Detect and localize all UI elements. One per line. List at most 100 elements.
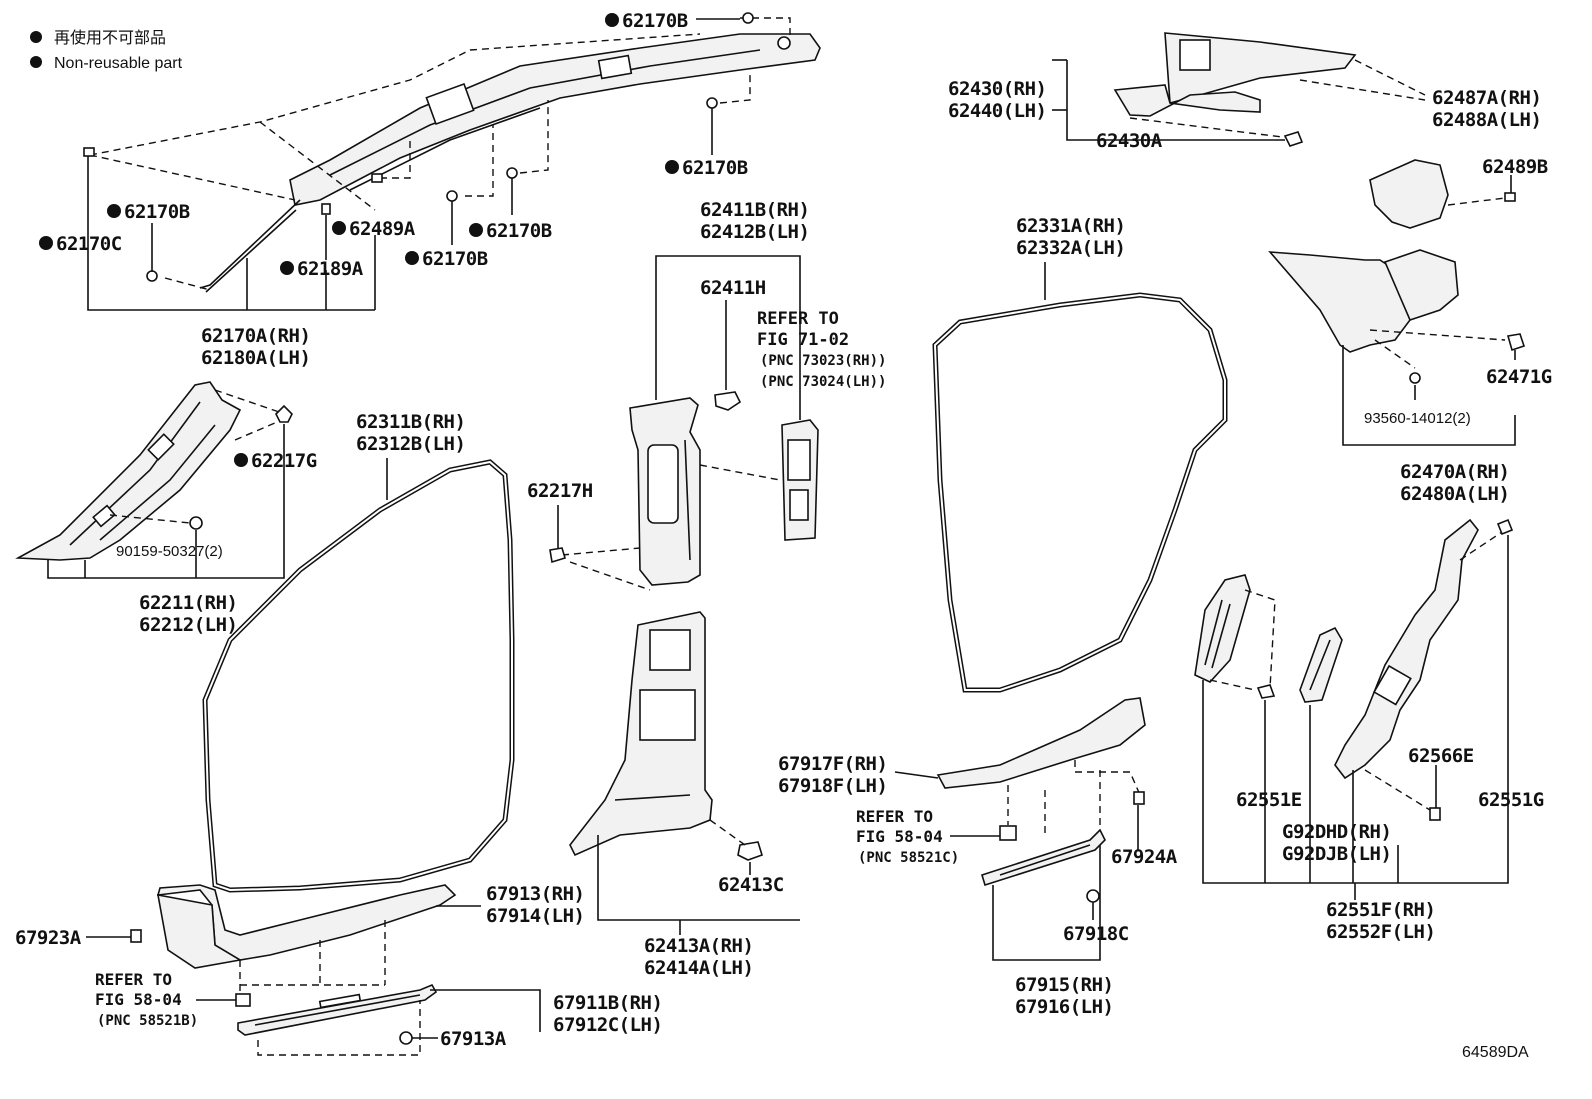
clip-icon <box>549 547 566 564</box>
label-62552F: 62552F(LH) <box>1326 921 1435 943</box>
rear-scuff-trim-part <box>936 697 1146 789</box>
bolt-icon <box>146 270 158 282</box>
bolt-icon <box>506 167 518 179</box>
label-refer-71-line2: FIG 71-02 <box>757 330 849 350</box>
clip-icon <box>130 929 142 943</box>
clip-icon <box>1496 518 1514 536</box>
label-62170B-left: 62170B <box>124 201 190 223</box>
label-pnc-73023: (PNC 73023(RH)) <box>760 353 886 369</box>
cover-part <box>1369 159 1449 229</box>
label-refer-58a-line1: REFER TO <box>95 970 172 989</box>
label-67924A: 67924A <box>1111 846 1178 868</box>
label-pnc-58521C: (PNC 58521C) <box>858 850 959 866</box>
clip-icon <box>714 391 742 411</box>
bolt-icon <box>1409 372 1421 384</box>
cowl-side-trim-part <box>156 884 457 969</box>
roof-side-garnish-part <box>1113 32 1357 117</box>
label-62470A: 62470A(RH) <box>1400 461 1509 483</box>
label-90159: 90159-50327(2) <box>116 543 223 560</box>
label-62489B: 62489B <box>1482 156 1548 178</box>
label-62217H: 62217H <box>527 480 593 502</box>
clip-icon <box>1256 684 1276 699</box>
figure-code: 64589DA <box>1462 1044 1529 1061</box>
bolt-icon <box>1086 889 1100 903</box>
label-refer-58a-line2: FIG 58-04 <box>95 990 182 1009</box>
label-62488A: 62488A(LH) <box>1432 109 1541 131</box>
label-67918F: 67918F(LH) <box>778 775 887 797</box>
label-62170B-top: 62170B <box>622 10 688 32</box>
label-62331A: 62331A(RH) <box>1016 215 1125 237</box>
label-62413C: 62413C <box>718 874 784 896</box>
clip-icon <box>1504 192 1516 202</box>
clip-icon <box>1429 807 1441 821</box>
seatbelt-adjuster-part <box>781 419 819 541</box>
label-refer-71-line1: REFER TO <box>757 309 839 329</box>
label-62170B-c2: 62170B <box>422 248 488 270</box>
vent-grille-part <box>1299 626 1343 703</box>
label-67911B: 67911B(RH) <box>553 992 662 1014</box>
center-pillar-lower-garnish-part <box>569 611 713 857</box>
legend-bullet-icon <box>30 56 42 68</box>
label-67913: 67913(RH) <box>486 883 584 905</box>
bolt-icon <box>706 97 718 109</box>
label-67914: 67914(LH) <box>486 905 584 927</box>
clip-icon <box>275 404 293 423</box>
center-pillar-upper-garnish-part <box>629 397 701 586</box>
clip-icon <box>737 841 763 861</box>
label-62411B: 62411B(RH) <box>700 199 809 221</box>
label-62551F: 62551F(RH) <box>1326 899 1435 921</box>
label-67912C: 67912C(LH) <box>553 1014 662 1036</box>
connector-icon <box>235 993 251 1007</box>
label-62430: 62430(RH) <box>948 78 1046 100</box>
label-67915: 67915(RH) <box>1015 974 1113 996</box>
label-62489A: 62489A <box>349 218 416 240</box>
label-pnc-73024: (PNC 73024(LH)) <box>760 374 886 390</box>
clip-icon <box>371 173 383 183</box>
label-62332A: 62332A(LH) <box>1016 237 1125 259</box>
label-62170C: 62170C <box>56 233 122 255</box>
bolt-icon <box>189 516 203 530</box>
label-62430A: 62430A <box>1096 130 1163 152</box>
quarter-trim-part <box>1334 518 1479 780</box>
legend-bullet-icon <box>30 31 42 43</box>
front-scuff-plate-part <box>237 983 438 1036</box>
label-62551E: 62551E <box>1236 789 1302 811</box>
label-62566E: 62566E <box>1408 745 1474 767</box>
label-93560: 93560-14012(2) <box>1364 410 1471 427</box>
label-62217G: 62217G <box>251 450 317 472</box>
bolt-icon <box>742 12 754 24</box>
label-62170B-c1: 62170B <box>486 220 552 242</box>
label-62413A: 62413A(RH) <box>644 935 753 957</box>
label-refer-58b-line1: REFER TO <box>856 807 933 826</box>
clip-icon <box>1133 791 1145 805</box>
legend-en: Non-reusable part <box>54 55 183 72</box>
clip-icon <box>1283 131 1304 147</box>
label-62480A: 62480A(LH) <box>1400 483 1509 505</box>
label-62471G: 62471G <box>1486 366 1552 388</box>
connector-icon <box>999 825 1017 841</box>
bolt-icon <box>446 190 458 202</box>
label-62551G: 62551G <box>1478 789 1544 811</box>
label-62312B: 62312B(LH) <box>356 433 465 455</box>
label-G92DHD: G92DHD(RH) <box>1282 821 1391 843</box>
clip-icon <box>321 203 331 215</box>
label-62412B: 62412B(LH) <box>700 221 809 243</box>
label-67913A: 67913A <box>440 1028 507 1050</box>
label-67918C: 67918C <box>1063 923 1129 945</box>
rear-scuff-plate-part <box>981 828 1106 887</box>
label-62170A: 62170A(RH) <box>201 325 310 347</box>
label-62414A: 62414A(LH) <box>644 957 753 979</box>
label-62411H: 62411H <box>700 277 766 299</box>
label-62170B-mid: 62170B <box>682 157 748 179</box>
label-62440: 62440(LH) <box>948 100 1046 122</box>
label-G92DJB: G92DJB(LH) <box>1282 843 1391 865</box>
clip-icon <box>1506 333 1526 352</box>
label-pnc-58521B: (PNC 58521B) <box>97 1013 198 1029</box>
label-67917F: 67917F(RH) <box>778 753 887 775</box>
label-62189A: 62189A <box>297 258 364 280</box>
clip-icon <box>83 147 95 157</box>
label-62487A: 62487A(RH) <box>1432 87 1541 109</box>
label-62311B: 62311B(RH) <box>356 411 465 433</box>
